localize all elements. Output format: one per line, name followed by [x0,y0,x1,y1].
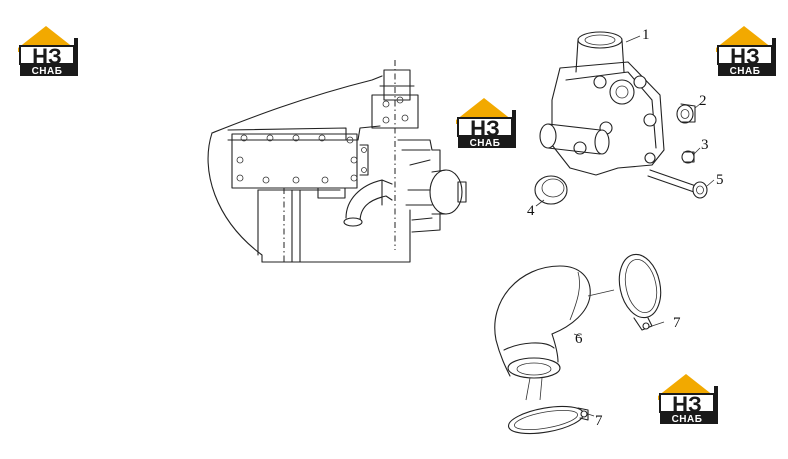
engine-assembly-drawing [207,60,467,263]
bolt-part-5 [647,169,715,199]
brand-logo-bottom-right: НЗ СНАБ [657,373,719,425]
logo-word: СНАБ [32,66,63,77]
logo-letters: НЗ [730,44,760,69]
thermostat-housing-part [539,31,665,176]
callout-6: 6 [575,331,583,347]
brand-logo-top-left: НЗ СНАБ [17,25,79,77]
logo-letters: НЗ [32,44,62,69]
seal-ring-part-4 [534,175,568,207]
logo-letters: НЗ [672,392,702,417]
hose-part-6 [494,265,615,401]
callout-1: 1 [642,27,650,43]
logo-word: СНАБ [470,138,501,149]
callout-3: 3 [701,137,709,153]
logo-word: СНАБ [730,66,761,77]
plug-part-3 [681,147,701,164]
logo-word: СНАБ [672,414,703,425]
callout-7-lower: 7 [595,413,603,429]
bolt-part-2 [676,103,701,124]
callout-4: 4 [527,203,535,219]
callout-2: 2 [699,93,707,109]
hose-clamp-part-7-lower [507,405,595,435]
brand-logo-center: НЗ СНАБ [455,97,517,149]
callout-7-upper: 7 [673,315,681,331]
callout-5: 5 [716,172,724,188]
hose-clamp-part-7-upper [618,253,665,331]
brand-logo-top-right: НЗ СНАБ [715,25,777,77]
logo-letters: НЗ [470,116,500,141]
